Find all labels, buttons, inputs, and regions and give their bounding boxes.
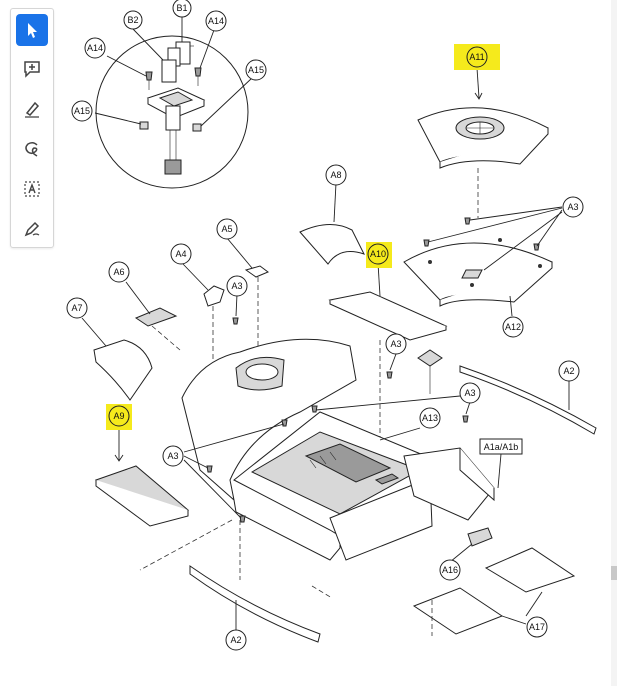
callout-a2b-label: A2 (230, 635, 241, 645)
callout-a16-label: A16 (442, 565, 458, 575)
callout-a8-label: A8 (330, 170, 341, 180)
bracket-a6 (125, 281, 181, 351)
add-comment-tool-button[interactable] (16, 53, 48, 85)
callout-a5-label: A5 (221, 224, 232, 234)
callout-a14a: A14 (205, 10, 227, 32)
callout-a3c: A3 (385, 333, 407, 355)
callout-b1: B1 (172, 0, 192, 18)
screws-a3 (183, 293, 471, 523)
box-label-a1: A1a/A1b (479, 438, 523, 489)
cursor-icon (28, 23, 37, 38)
highlight-tool-button[interactable] (16, 93, 48, 125)
callout-a16: A16 (439, 559, 461, 581)
callout-a12: A12 (502, 316, 524, 338)
vertical-scrollbar[interactable] (611, 0, 617, 686)
mats-a17 (412, 547, 576, 636)
callout-a4: A4 (170, 243, 192, 265)
box-label-a1-text: A1a/A1b (484, 442, 519, 452)
callout-a5: A5 (216, 218, 238, 240)
callout-a14b-label: A14 (87, 43, 103, 53)
annotation-toolbar (10, 8, 54, 248)
callout-a14a-label: A14 (208, 16, 224, 26)
clip-a16 (449, 527, 493, 563)
callout-b2: B2 (123, 10, 143, 30)
seat-plate-a12 (403, 206, 563, 317)
text-box-icon (24, 181, 40, 197)
freehand-tool-button[interactable] (16, 133, 48, 165)
callout-a9-label: A9 (113, 411, 124, 421)
callout-a13-label: A13 (422, 413, 438, 423)
callout-a14b: A14 (84, 37, 106, 59)
callout-a7-label: A7 (71, 303, 82, 313)
pen-sign-icon (24, 221, 40, 237)
pad-a9 (94, 426, 190, 527)
top-cover-a11 (417, 67, 549, 218)
callout-a17-label: A17 (529, 622, 545, 632)
rail-a2-right (459, 365, 597, 435)
callout-a3c-label: A3 (390, 339, 401, 349)
callout-a3b-label: A3 (231, 281, 242, 291)
callout-a2b: A2 (225, 629, 247, 651)
callout-a9: A9 (108, 405, 130, 427)
callout-b2-label: B2 (127, 15, 138, 25)
callout-a15b: A15 (71, 100, 93, 122)
main-shroud (139, 338, 495, 599)
callout-a11: A11 (466, 46, 488, 68)
callouts: B1 B2 A14 A14 A15 A15 A11 A3 A8 A10 A12 … (66, 0, 584, 651)
panel-a10 (328, 262, 448, 440)
callout-a3a: A3 (562, 196, 584, 218)
callout-a3e-label: A3 (167, 451, 178, 461)
callout-a3b: A3 (226, 275, 248, 297)
callout-a10: A10 (367, 243, 389, 265)
callout-a6-label: A6 (113, 267, 124, 277)
comment-plus-icon (24, 61, 40, 78)
callout-a15b-label: A15 (74, 106, 90, 116)
callout-a2a: A2 (558, 360, 580, 382)
callout-a6: A6 (108, 261, 130, 283)
callout-a10-label: A10 (370, 249, 386, 259)
callout-a11-label: A11 (469, 52, 484, 62)
text-box-tool-button[interactable] (16, 173, 48, 205)
select-tool-button[interactable] (16, 14, 48, 46)
callout-a15a: A15 (245, 59, 267, 81)
callout-a4-label: A4 (175, 249, 186, 259)
callout-a12-label: A12 (505, 322, 521, 332)
signature-tool-button[interactable] (16, 213, 48, 245)
callout-b1-label: B1 (176, 3, 187, 13)
callout-a3e: A3 (162, 445, 184, 467)
callout-a8: A8 (325, 164, 347, 186)
callout-a7: A7 (66, 297, 88, 319)
callout-a3d: A3 (459, 382, 481, 404)
callout-a3d-label: A3 (464, 388, 475, 398)
rail-a2-bottom (189, 565, 321, 643)
callout-a2a-label: A2 (563, 366, 574, 376)
callout-a13: A13 (419, 407, 441, 429)
flap-a8 (299, 182, 365, 265)
freehand-loop-icon (25, 141, 38, 157)
inset-detail (94, 17, 253, 189)
scrollbar-thumb[interactable] (611, 566, 617, 580)
connector-b2 (161, 59, 177, 83)
clip-a4 (182, 263, 225, 360)
highlighter-icon (25, 101, 40, 118)
cap-a5 (226, 237, 269, 380)
callout-a17: A17 (526, 616, 548, 638)
side-flap-a7 (81, 317, 153, 401)
callout-a3a-label: A3 (567, 202, 578, 212)
callout-a15a-label: A15 (248, 65, 264, 75)
